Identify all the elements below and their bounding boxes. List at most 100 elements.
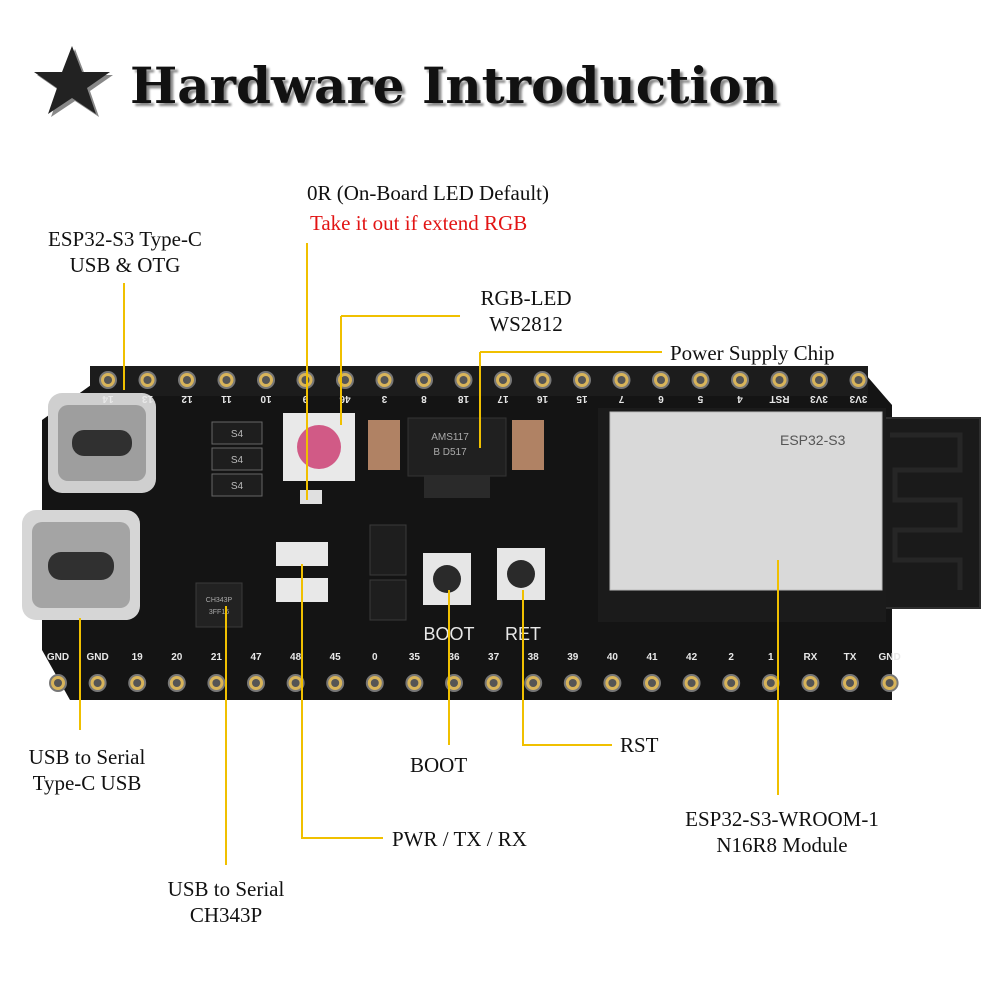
pin-label: 37 [488,652,500,663]
pin-hole [775,376,784,384]
label-zero-r-note: Take it out if extend RGB [310,211,528,235]
pin-hole [172,679,181,687]
pin-label: 42 [686,652,698,663]
pin-label: RST [770,393,790,404]
pin-hole [222,376,231,384]
pin-label: 18 [458,393,470,404]
pin-label: 6 [658,393,664,404]
pin-hole [331,679,340,687]
resistor-pack-2: S4 [211,447,263,471]
pin-hole [459,376,468,384]
pin-hole [854,376,863,384]
pin-label: 46 [339,393,351,404]
pin-label: 11 [221,393,232,404]
pin-hole [420,376,428,384]
resistor-pack-1: S4 [211,421,263,445]
pin-label: 20 [171,652,183,663]
svg-text:S4: S4 [231,429,244,440]
pin-hole [696,376,705,384]
esp32-s3-wroom-1-module: ESP32-S3 [598,408,886,622]
label-pwr-tx-rx: PWR / TX / RX [392,827,527,851]
star-icon [34,46,113,117]
pin-hole [617,376,626,384]
pin-label: 16 [537,393,549,404]
pin-label: 0 [372,652,378,663]
pin-label: 21 [211,652,223,663]
zero-ohm-resistor [300,490,322,504]
pin-hole [885,679,894,687]
pin-label: 19 [132,652,144,663]
pin-hole [538,376,547,384]
ch343p-chip: CH343P 3FF16 [195,582,243,628]
pin-label: RX [803,652,817,663]
pin-label: TX [844,652,857,663]
capacitor-2 [512,420,544,470]
pin-hole [529,679,538,687]
svg-text:S4: S4 [231,481,244,492]
pin-label: 17 [497,393,509,404]
pin-label: 35 [409,652,421,663]
pin-hole [133,679,142,687]
pin-label: 3 [381,393,387,404]
pin-hole [104,376,112,384]
module-marking: ESP32-S3 [780,432,846,448]
pin-hole [806,679,815,687]
pin-hole [341,376,349,384]
pin-label: 9 [302,393,308,404]
pin-label: 5 [697,393,703,404]
pin-label: 38 [528,652,540,663]
pin-label: GND [86,652,108,663]
label-power-chip: Power Supply Chip [670,341,835,365]
pin-label: 4 [737,393,743,404]
pin-label: 14 [102,393,114,404]
pin-hole [846,679,854,687]
pin-hole [54,679,62,687]
pin-hole [657,376,665,384]
pin-label: 15 [576,393,588,404]
pin-label: 48 [290,652,302,663]
pin-label: 36 [448,652,460,663]
ch343-marking-2: 3FF16 [209,609,229,616]
pin-hole [212,679,221,687]
capacitor-1 [368,420,400,470]
pin-label: 47 [250,652,262,663]
pwr-led [276,542,328,566]
page-title: Hardware Introduction [130,56,779,115]
ch343-marking-1: CH343P [206,597,233,604]
pin-label: 8 [421,393,427,404]
pin-hole [578,376,586,384]
resistor-pack-3: S4 [211,473,263,497]
pin-label: GND [47,652,69,663]
pin-hole [727,679,736,687]
pin-hole [815,376,823,384]
pin-hole [450,679,458,687]
pin-hole [262,376,270,384]
pin-hole [410,679,419,687]
pin-label: 3V3 [849,393,867,404]
pin-label: 3V3 [810,393,828,404]
pin-hole [93,679,102,687]
usb-c-port-otg [48,393,156,493]
pin-hole [291,679,300,687]
pin-label: 13 [142,393,154,404]
pin-hole [687,679,696,687]
pin-hole [301,376,310,384]
pin-label: 1 [768,652,774,663]
power-supply-chip: AMS117 B D517 [407,417,507,498]
pin-label: 41 [646,652,658,663]
pin-hole [183,376,191,384]
label-boot: BOOT [410,753,468,777]
pin-hole [568,679,577,687]
label-rst: RST [620,733,659,757]
pin-label: GND [878,652,900,663]
pin-label: 40 [607,652,619,663]
pin-hole [252,679,260,687]
rst-button [497,548,545,600]
pin-label: 7 [618,393,624,404]
